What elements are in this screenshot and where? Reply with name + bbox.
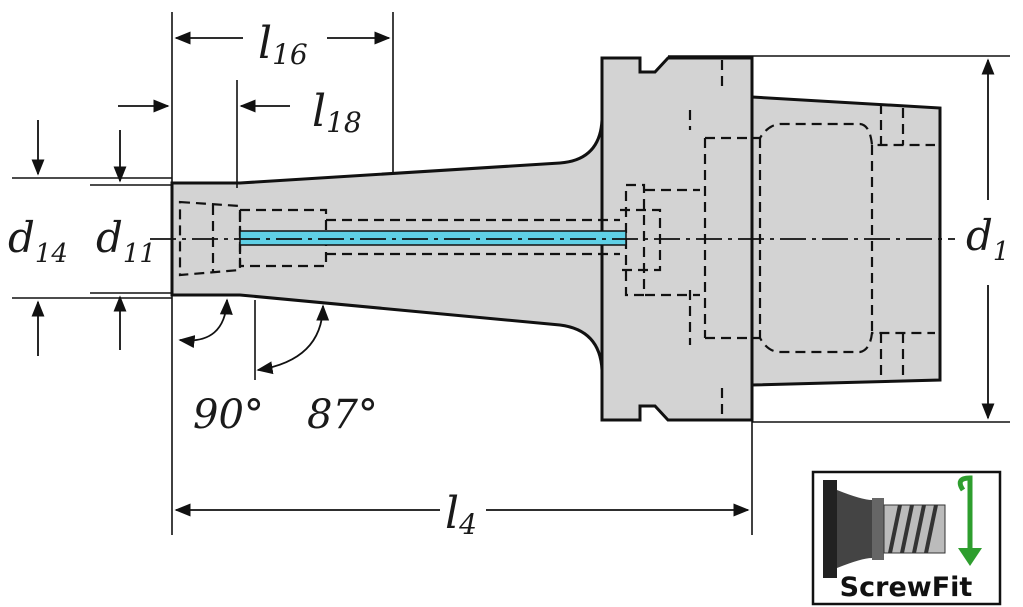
dim-label-l4: l4 [445, 488, 477, 541]
dim-label-d14: d14 [8, 213, 68, 269]
dim-label-d1: d1 [966, 211, 1009, 267]
rotate-arrow-icon [957, 475, 982, 566]
screw-icon [823, 480, 946, 578]
hidden-lines [178, 60, 935, 418]
dim-label-l16: l16 [258, 18, 308, 71]
screwfit-label: ScrewFit [840, 572, 973, 603]
coolant-channel [239, 230, 627, 246]
rear-section-outline [750, 95, 942, 387]
screwfit-logo: ScrewFit [811, 470, 1002, 606]
dim-label-d11: d11 [96, 213, 156, 269]
dim-label-l18: l18 [312, 86, 362, 139]
dimension-arrows [31, 31, 995, 517]
angle-label-87: 87° [307, 392, 378, 438]
extension-lines [12, 12, 1010, 535]
angle-label-90: 90° [193, 392, 264, 438]
